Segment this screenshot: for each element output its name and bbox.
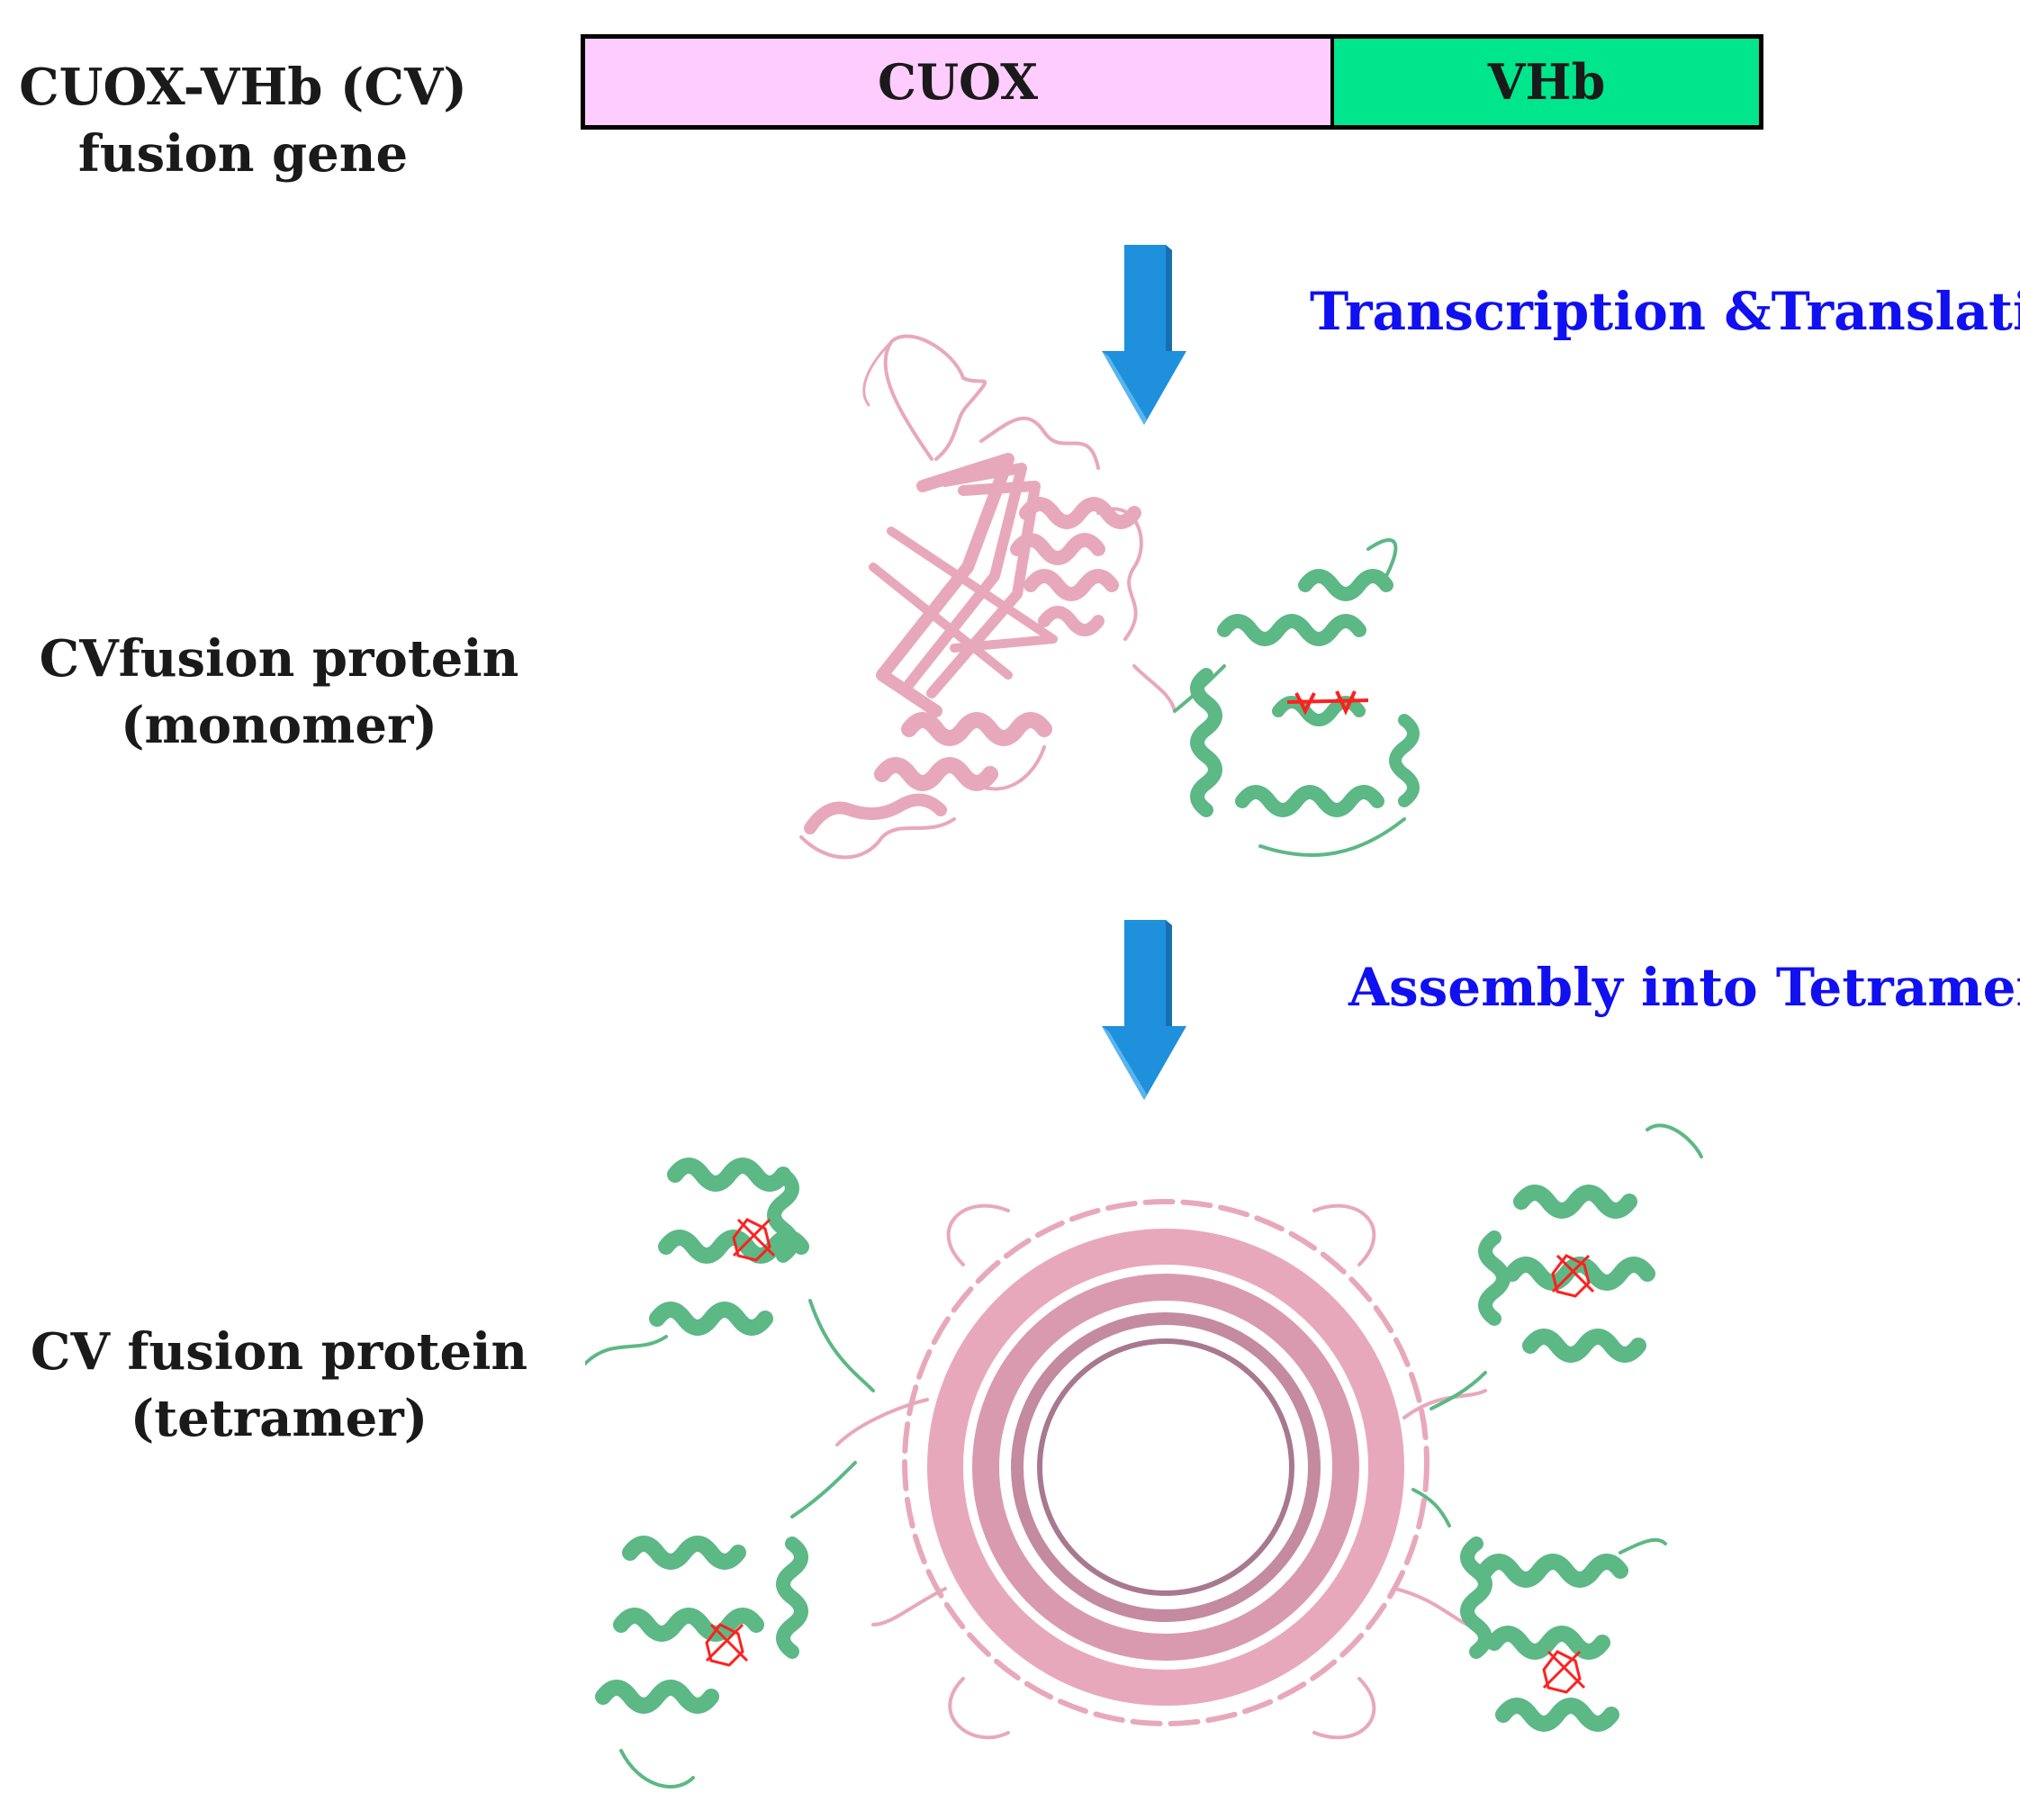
heme-bottom-left <box>705 1623 749 1667</box>
step2-caption: Assembly into Tetramer <box>1348 957 2020 1018</box>
fusion-gene-bar: CUOX VHb <box>581 34 1763 130</box>
down-arrow-2 <box>1102 920 1186 1100</box>
heme-bottom-right <box>1542 1650 1586 1694</box>
gene-label-line1: CUOX-VHb (CV) <box>19 58 467 117</box>
monomer-structure <box>799 334 1420 860</box>
vhb-domain-bottom-right <box>1411 1488 1667 1732</box>
gene-segment-vhb: VHb <box>1334 39 1759 125</box>
tetramer-structure <box>585 1123 1703 1788</box>
gene-label: CUOX-VHb (CV) fusion gene <box>9 54 477 187</box>
tetramer-label-line2: (tetramer) <box>130 1389 428 1448</box>
vhb-domain-top-left <box>585 1158 875 1392</box>
heme-top-left <box>732 1218 776 1262</box>
monomer-label-line2: (monomer) <box>120 696 438 755</box>
vhb-domain-bottom-left <box>595 1461 857 1788</box>
down-arrow-1 <box>1102 245 1186 425</box>
tetramer-label-line1: CV fusion protein <box>30 1322 528 1382</box>
gene-segment-cuox: CUOX <box>585 39 1334 125</box>
monomer-label-line1: CVfusion protein <box>39 629 519 689</box>
gene-label-line2: fusion gene <box>77 124 409 184</box>
monomer-label: CVfusion protein (monomer) <box>36 626 522 759</box>
vhb-domain-ribbon <box>1173 538 1420 857</box>
step1-caption: Transcription &Translation <box>1310 281 2020 342</box>
cuox-core-ring <box>835 1199 1487 1740</box>
tetramer-label: CV fusion protein (tetramer) <box>27 1319 531 1452</box>
heme-top-right <box>1551 1254 1595 1298</box>
cuox-domain-ribbon <box>799 334 1177 860</box>
heme-group <box>1286 690 1369 716</box>
vhb-domain-top-right <box>1429 1123 1703 1410</box>
